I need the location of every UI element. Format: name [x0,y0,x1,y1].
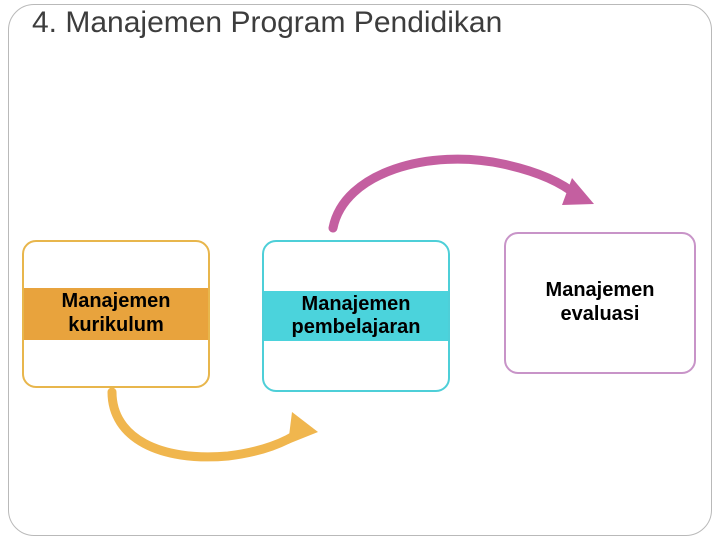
node-manajemen-evaluasi[interactable]: Manajemen evaluasi [504,232,696,374]
page-title: 4. Manajemen Program Pendidikan [32,6,503,39]
node-label: Manajemen evaluasi [506,277,694,329]
node-label: Manajemen pembelajaran [264,290,448,342]
node-manajemen-pembelajaran[interactable]: Manajemen pembelajaran [262,240,450,392]
node-label: Manajemen kurikulum [24,288,208,340]
arrow-bottom [107,387,318,462]
node-manajemen-kurikulum[interactable]: Manajemen kurikulum [22,240,210,388]
arrow-top [328,154,594,233]
